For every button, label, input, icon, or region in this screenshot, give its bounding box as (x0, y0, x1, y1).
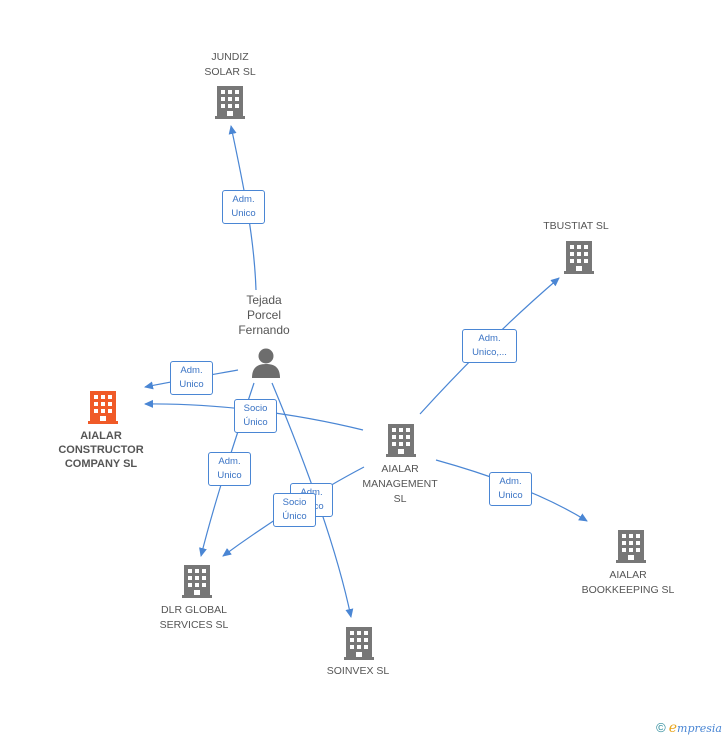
edge-tag-person-constructor: Adm. Unico (170, 361, 213, 395)
node-label-aialar-management[interactable]: AIALAR MANAGEMENT SL (362, 463, 438, 505)
node-label-person[interactable]: Tejada Porcel Fernando (238, 293, 290, 337)
node-label-aialar-bookkeeping[interactable]: AIALAR BOOKKEEPING SL (581, 569, 675, 596)
building-icon-aialar-bookkeeping (616, 530, 646, 563)
edge-tag-management-dlr: Socio Único (273, 493, 316, 527)
building-icon-dlr-global (182, 565, 212, 598)
person-icon (252, 348, 280, 378)
edge-tag-person-dlr: Adm. Unico (208, 452, 251, 486)
edge-tag-management-tbustiat: Adm. Unico,... (462, 329, 517, 363)
building-icon-aialar-management (386, 424, 416, 457)
building-icon-jundiz (215, 86, 245, 119)
brand-watermark: © empresia (656, 720, 722, 736)
edge-tag-management-bookkeeping: Adm. Unico (489, 472, 532, 506)
node-label-tbustiat[interactable]: TBUSTIAT SL (543, 220, 609, 232)
building-icon-tbustiat (564, 241, 594, 274)
building-icon-soinvex (344, 627, 374, 660)
edge-tag-management-constructor: Socio Único (234, 399, 277, 433)
node-label-aialar-constructor[interactable]: AIALAR CONSTRUCTOR COMPANY SL (58, 430, 144, 470)
node-label-soinvex[interactable]: SOINVEX SL (326, 665, 390, 677)
edge-tag-person-jundiz: Adm. Unico (222, 190, 265, 224)
node-label-jundiz[interactable]: JUNDIZ SOLAR SL (204, 51, 256, 78)
brand-logo-e: e (668, 720, 678, 736)
copyright-icon: © (656, 720, 666, 735)
building-icon-aialar-constructor (88, 391, 118, 424)
brand-logo-text: mpresia (677, 722, 722, 735)
node-label-dlr-global[interactable]: DLR GLOBAL SERVICES SL (159, 604, 229, 631)
